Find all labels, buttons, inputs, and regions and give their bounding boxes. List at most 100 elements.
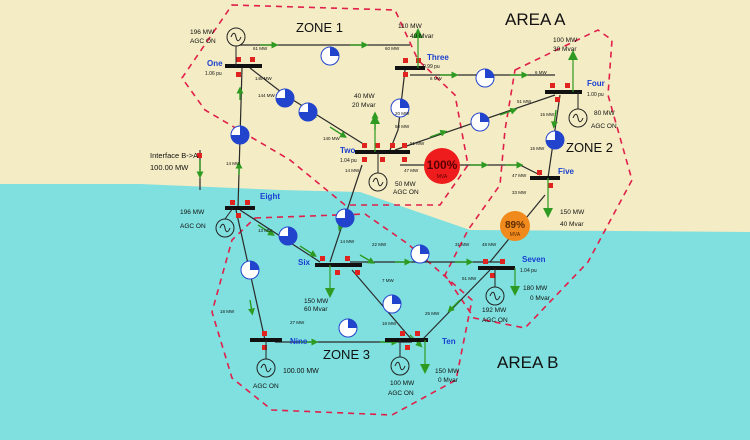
- flow-value: 61 MW: [253, 46, 268, 51]
- flow-value: 20 MW: [395, 111, 410, 116]
- flow-value: 7 MW: [382, 278, 395, 283]
- breaker[interactable]: [362, 143, 367, 148]
- breaker[interactable]: [197, 153, 202, 158]
- flow-value: 15 MW: [530, 146, 545, 151]
- breaker[interactable]: [236, 213, 241, 218]
- load-seven-mvar: 0 Mvar: [530, 295, 551, 302]
- breaker[interactable]: [230, 200, 235, 205]
- overload-indicator-red[interactable]: 100% MVA: [424, 148, 460, 184]
- load-ten-mvar: 0 Mvar: [438, 377, 459, 384]
- breaker[interactable]: [236, 57, 241, 62]
- breaker[interactable]: [403, 72, 408, 77]
- bus-three-label: Three: [427, 53, 449, 62]
- breaker[interactable]: [236, 72, 241, 77]
- breaker[interactable]: [415, 331, 420, 336]
- breaker[interactable]: [402, 157, 407, 162]
- load-two-arrow[interactable]: [370, 114, 380, 152]
- breaker[interactable]: [380, 157, 385, 162]
- line-loading-pie[interactable]: [278, 226, 298, 246]
- flow-value: 51 MW: [462, 276, 477, 281]
- flow-value: 48 MW: [482, 242, 497, 247]
- bus-one-pu: 1.06 pu: [205, 71, 222, 77]
- load-three-mvar: 40 Mvar: [410, 33, 434, 40]
- line-loading-pie[interactable]: [298, 102, 318, 122]
- flow-arrow: [257, 224, 275, 236]
- overload-unit: MVA: [510, 232, 521, 238]
- zone3-label: ZONE 3: [323, 347, 370, 362]
- line-loading-pie[interactable]: [275, 88, 295, 108]
- flow-value: 6 MW: [430, 76, 443, 81]
- breaker[interactable]: [245, 200, 250, 205]
- line-loading-pie[interactable]: [470, 112, 490, 132]
- gen-two-mw: 50 MW: [395, 181, 416, 188]
- flow-value: 14 MW: [226, 161, 241, 166]
- bus-seven-pu: 1.04 pu: [520, 268, 537, 274]
- breaker[interactable]: [320, 256, 325, 261]
- breaker[interactable]: [555, 97, 560, 102]
- flow-value: 14 MW: [340, 239, 355, 244]
- breaker[interactable]: [250, 57, 255, 62]
- line-loading-pie[interactable]: [475, 68, 495, 88]
- breaker[interactable]: [345, 256, 350, 261]
- load-seven-arrow[interactable]: [510, 268, 520, 296]
- breaker[interactable]: [537, 170, 542, 175]
- breaker[interactable]: [262, 331, 267, 336]
- breaker[interactable]: [565, 83, 570, 88]
- gen-two-agc: AGC ON: [393, 189, 419, 196]
- line-loading-pie[interactable]: [545, 130, 565, 150]
- gen-eight-mw: 196 MW: [180, 209, 205, 216]
- load-ten-mw: 150 MW: [435, 368, 460, 375]
- load-three-arrow[interactable]: [413, 28, 423, 68]
- line-six-ten: [351, 269, 413, 341]
- line-loading-pie[interactable]: [335, 208, 355, 228]
- line-loading-pie[interactable]: [338, 318, 358, 338]
- breaker[interactable]: [400, 331, 405, 336]
- bus-nine-label: Nine: [290, 337, 308, 346]
- load-five-arrow[interactable]: [543, 178, 553, 218]
- breaker[interactable]: [500, 259, 505, 264]
- breaker[interactable]: [405, 345, 410, 350]
- zone3-boundary: [211, 213, 473, 416]
- flow-value: 14 MW: [345, 168, 360, 173]
- line-loading-pie[interactable]: [410, 244, 430, 264]
- breaker[interactable]: [403, 58, 408, 63]
- breaker[interactable]: [402, 143, 407, 148]
- breaker[interactable]: [548, 183, 553, 188]
- flow-value: 18 MW: [220, 309, 235, 314]
- area-b-label: AREA B: [497, 353, 558, 372]
- bus-six-label: Six: [298, 258, 311, 267]
- load-three-mw: 110 MW: [398, 23, 423, 30]
- line-loading-pie[interactable]: [320, 46, 340, 66]
- breaker[interactable]: [490, 273, 495, 278]
- load-five-mw: 150 MW: [560, 209, 585, 216]
- flow-value: 25 MW: [425, 311, 440, 316]
- breaker[interactable]: [483, 259, 488, 264]
- breaker[interactable]: [550, 83, 555, 88]
- overload-indicator-orange[interactable]: 89% MVA: [500, 211, 530, 241]
- line-loading-pie[interactable]: [230, 125, 250, 145]
- bus-two-pu: 1.04 pu: [340, 158, 357, 164]
- zone1-label: ZONE 1: [296, 20, 343, 35]
- load-two-mvar: 20 Mvar: [352, 102, 376, 109]
- flow-value: 22 MW: [372, 242, 387, 247]
- load-six-arrow[interactable]: [325, 265, 335, 298]
- breaker[interactable]: [262, 345, 267, 350]
- breaker[interactable]: [335, 270, 340, 275]
- flow-value: 144 MW: [258, 93, 276, 98]
- load-seven-mw: 180 MW: [523, 285, 548, 292]
- gen-one-mw: 196 MW: [190, 29, 215, 36]
- bus-five-label: Five: [558, 167, 575, 176]
- breaker[interactable]: [355, 270, 360, 275]
- line-loading-pie[interactable]: [240, 260, 260, 280]
- load-four-arrow[interactable]: [568, 50, 578, 92]
- load-two-mw: 40 MW: [354, 93, 375, 100]
- line-loading-pie[interactable]: [390, 98, 410, 118]
- gen-nine-agc: AGC ON: [253, 383, 279, 390]
- breaker[interactable]: [362, 157, 367, 162]
- breaker[interactable]: [375, 143, 380, 148]
- breaker[interactable]: [390, 143, 395, 148]
- area-a-label: AREA A: [505, 10, 566, 29]
- load-ten-arrow[interactable]: [420, 340, 430, 374]
- line-loading-pie[interactable]: [382, 294, 402, 314]
- flow-arrow: [247, 299, 255, 316]
